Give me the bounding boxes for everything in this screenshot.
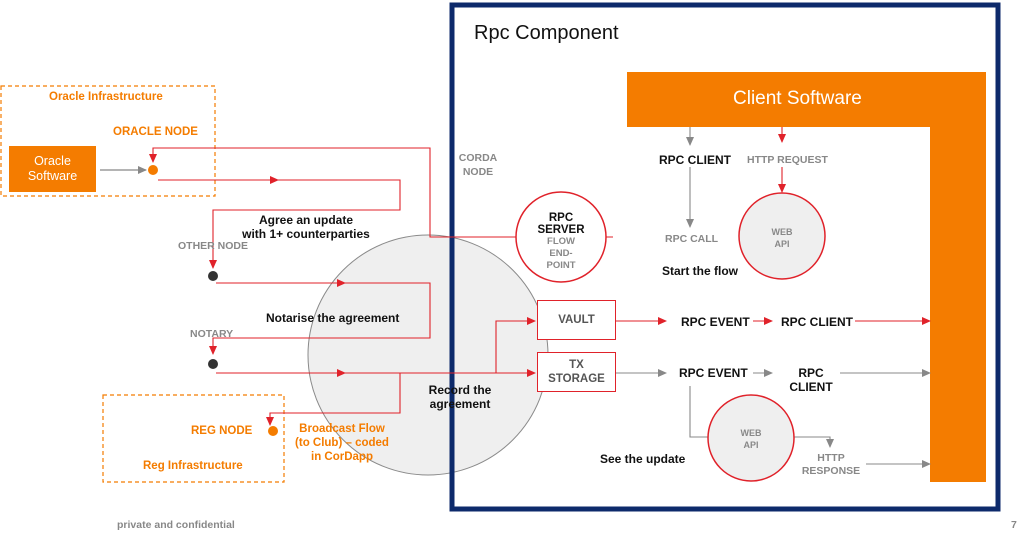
tx-storage-line1: TX xyxy=(569,359,584,371)
client-software-shape xyxy=(627,72,986,482)
rpc-component-frame xyxy=(449,2,1001,512)
broadcast-line2: (to Club) – coded xyxy=(295,437,389,449)
http-response-line2: RESPONSE xyxy=(801,465,861,477)
rpc-event-1-label: RPC EVENT xyxy=(681,315,750,329)
rpc-server-line4: END- xyxy=(549,248,573,259)
reg-node-label: REG NODE xyxy=(191,425,253,437)
notary-label: NOTARY xyxy=(190,328,234,340)
http-request-label: HTTP REQUEST xyxy=(747,154,828,166)
agree-update-label: Agree an update with 1+ counterparties xyxy=(240,213,372,241)
web-api-bottom-line1: WEB xyxy=(740,428,762,438)
tx-storage-box: TX STORAGE xyxy=(537,352,616,392)
page-number: 7 xyxy=(1011,519,1017,531)
start-flow-label: Start the flow xyxy=(662,264,739,278)
corda-node-line1: CORDA xyxy=(458,152,498,164)
rpc-client-2-line2: CLIENT xyxy=(789,380,833,394)
web-api-bottom-circle xyxy=(707,394,795,482)
record-label: Record the agreement xyxy=(417,383,503,411)
reg-infra-title: Reg Infrastructure xyxy=(143,460,243,472)
rpc-server-circle xyxy=(515,191,607,283)
record-line2: agreement xyxy=(429,397,491,411)
notarise-label: Notarise the agreement xyxy=(266,311,400,325)
notary-dot xyxy=(208,359,218,369)
other-node-label: OTHER NODE xyxy=(178,240,249,252)
broadcast-line3: in CorDapp xyxy=(311,451,373,463)
web-api-bottom-line2: API xyxy=(743,440,759,450)
corda-node-label: CORDA NODE xyxy=(452,151,504,179)
see-update-label: See the update xyxy=(600,452,686,466)
tx-storage-line2: STORAGE xyxy=(548,373,605,385)
rpc-server-line5: POINT xyxy=(546,260,576,271)
agree-update-line2: with 1+ counterparties xyxy=(242,227,370,241)
other-node-dot xyxy=(208,271,218,281)
corda-node-line2: NODE xyxy=(462,166,494,178)
web-api-top-line1: WEB xyxy=(771,227,793,237)
rpc-client-2-label: RPC CLIENT xyxy=(780,366,842,394)
rpc-client-1-label: RPC CLIENT xyxy=(781,315,853,329)
oracle-software-line2: Software xyxy=(27,169,78,183)
web-api-top-line2: API xyxy=(774,239,790,249)
rpc-server-line3: FLOW xyxy=(547,236,575,247)
rpc-component-title: Rpc Component xyxy=(474,22,619,44)
reg-node-dot xyxy=(268,426,278,436)
footer-text: private and confidential xyxy=(117,519,235,531)
rpc-server-line2: SERVER xyxy=(537,224,585,236)
rpc-server-line1: RPC xyxy=(548,212,574,224)
web-api-top-circle xyxy=(738,192,826,280)
oracle-node-label: ORACLE NODE xyxy=(113,126,198,138)
oracle-infra-box xyxy=(0,85,216,197)
agree-update-line1: Agree an update xyxy=(258,213,354,227)
broadcast-flow-label: Broadcast Flow (to Club) – coded in CorD… xyxy=(284,422,400,464)
http-response-label: HTTP RESPONSE xyxy=(797,452,865,478)
vault-box: VAULT xyxy=(537,300,616,340)
record-line1: Record the xyxy=(428,383,492,397)
oracle-software-line1: Oracle xyxy=(34,154,71,168)
rpc-event-2-label: RPC EVENT xyxy=(679,366,748,380)
oracle-infra-title: Oracle Infrastructure xyxy=(49,91,163,103)
reg-infra-box xyxy=(102,394,285,483)
rpc-client-2-line1: RPC xyxy=(798,366,824,380)
oracle-node-dot xyxy=(148,165,158,175)
rpc-call-label: RPC CALL xyxy=(665,233,719,245)
broadcast-line1: Broadcast Flow xyxy=(299,423,385,435)
web-api-bottom-label: WEB API xyxy=(731,427,771,451)
rpc-client-top-label: RPC CLIENT xyxy=(659,153,731,167)
web-api-top-label: WEB API xyxy=(762,226,802,250)
oracle-software-box: Oracle Software xyxy=(9,146,96,192)
http-response-line1: HTTP xyxy=(817,452,845,464)
client-software-title: Client Software xyxy=(733,88,862,109)
rpc-server-label: RPC SERVER FLOW END- POINT xyxy=(521,212,601,272)
